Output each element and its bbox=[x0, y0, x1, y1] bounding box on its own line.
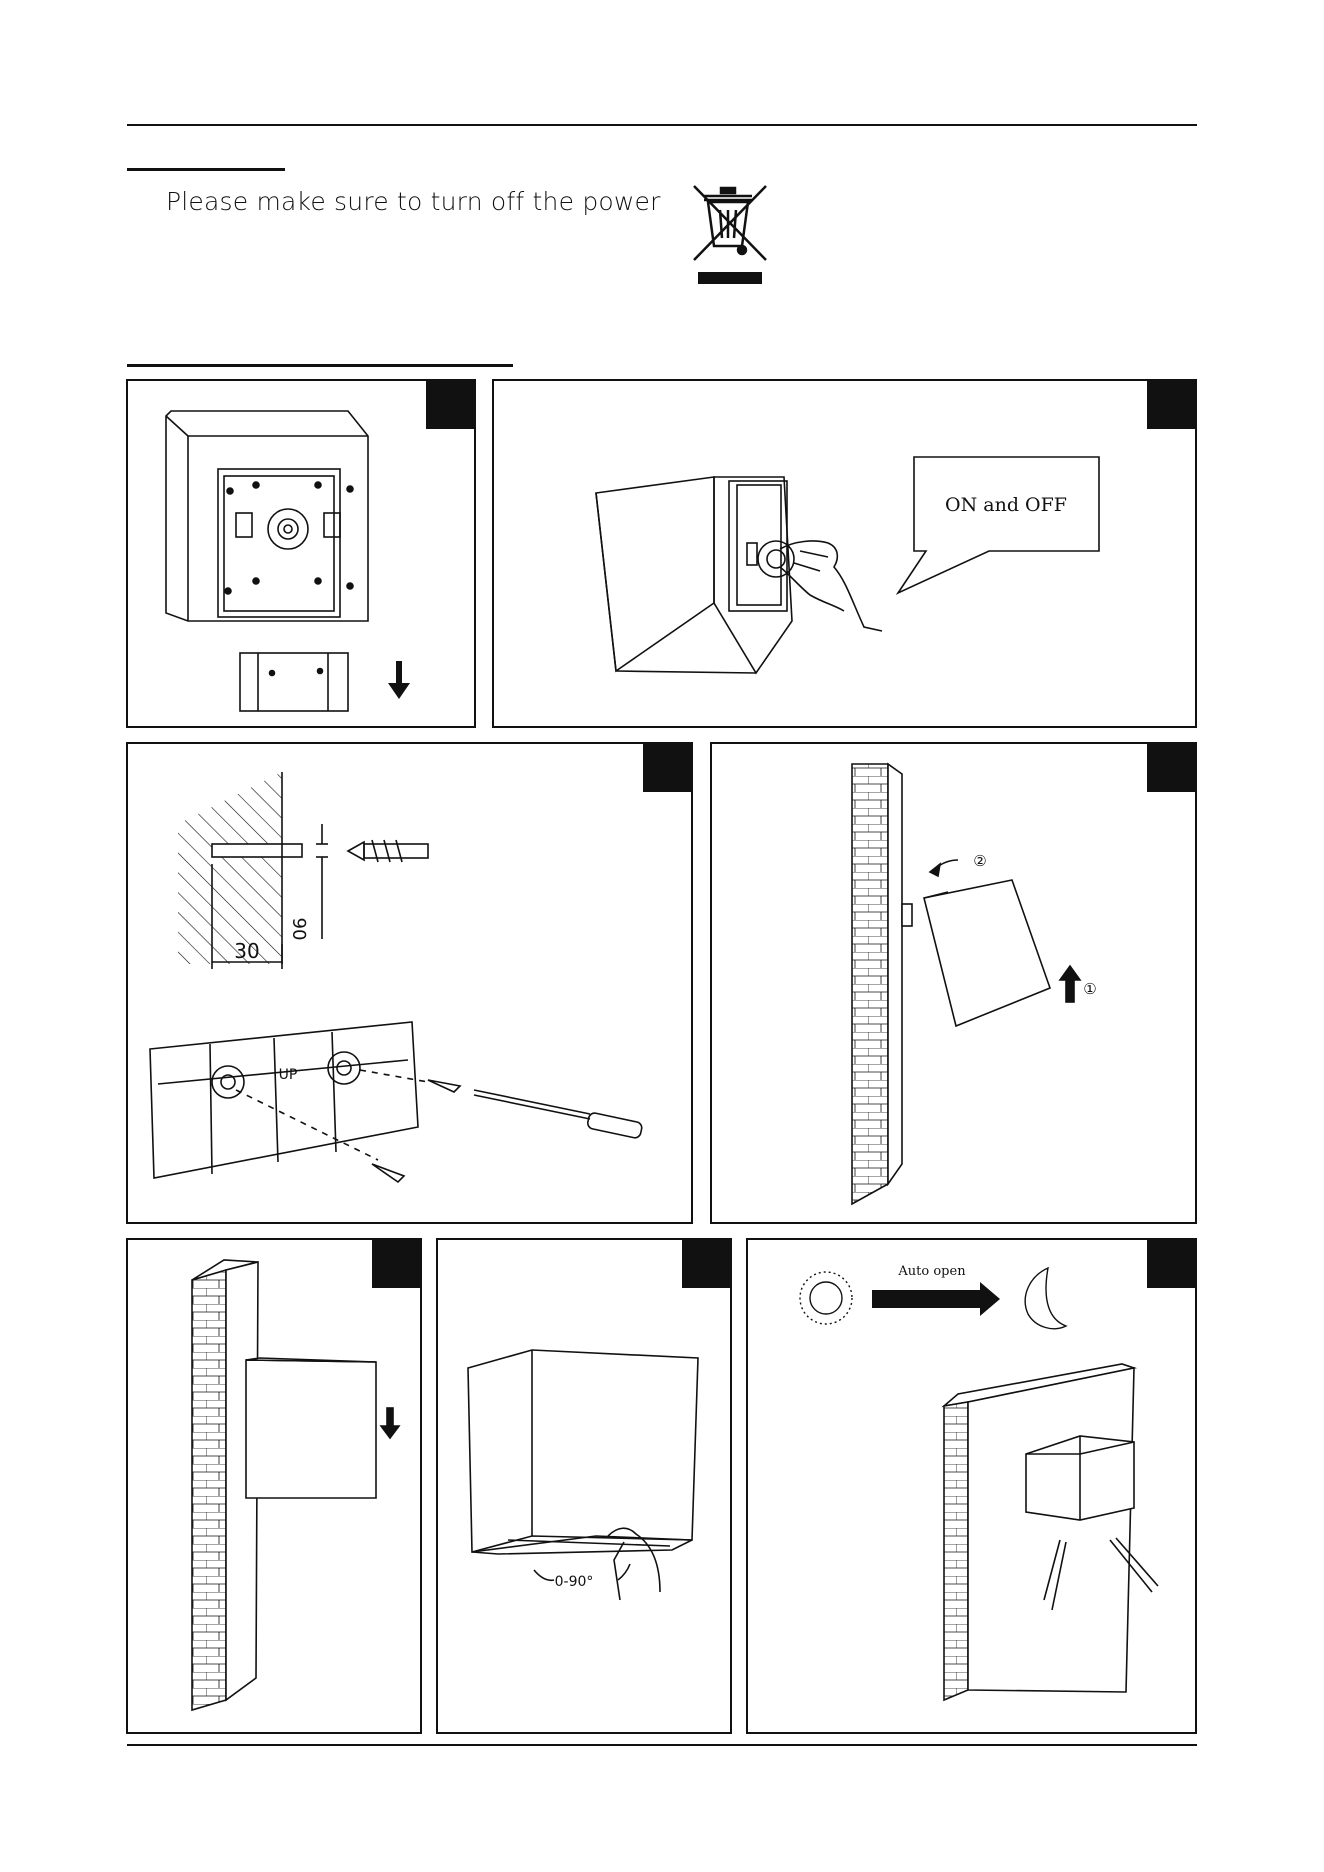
beam-angle-label: 0-90° bbox=[555, 1574, 594, 1590]
dusk-dawn-sensor-illustration: Auto open bbox=[748, 1240, 1197, 1734]
step-panel-on-off-switch: ON and OFF bbox=[492, 379, 1197, 728]
dimension-depth: 30 bbox=[234, 939, 259, 963]
auto-open-label: Auto open bbox=[897, 1264, 966, 1279]
lamp-back-cover-illustration bbox=[128, 381, 476, 728]
lamp-switch-illustration: ON and OFF bbox=[494, 381, 1197, 728]
step-panel-slide-down bbox=[126, 1238, 422, 1734]
arrow-right-icon bbox=[872, 1282, 1000, 1316]
step-panel-drill-and-mount: 06 30 UP bbox=[126, 742, 693, 1224]
bracket-up-label: UP bbox=[279, 1067, 298, 1083]
sun-icon bbox=[800, 1272, 852, 1324]
section-underline-short bbox=[127, 168, 285, 171]
step-panel-adjust-beam: 0-90° bbox=[436, 1238, 732, 1734]
section-underline-long bbox=[127, 364, 513, 367]
lamp-slide-down-illustration bbox=[128, 1240, 422, 1734]
bottom-rule bbox=[127, 1744, 1197, 1746]
moon-icon bbox=[1025, 1268, 1066, 1329]
step-2-marker: ② bbox=[973, 852, 986, 870]
weee-bin-icon bbox=[690, 182, 770, 288]
step-panel-hang-on-wall: ② ① bbox=[710, 742, 1197, 1224]
step-panel-remove-cover bbox=[126, 379, 476, 728]
on-off-callout: ON and OFF bbox=[945, 494, 1067, 516]
top-rule bbox=[127, 124, 1197, 126]
drilling-bracket-illustration: 06 30 UP bbox=[128, 744, 693, 1224]
dimension-diameter: 06 bbox=[290, 918, 311, 941]
step-1-marker: ① bbox=[1083, 980, 1096, 998]
step-panel-auto-sensor: Auto open bbox=[746, 1238, 1197, 1734]
power-off-warning: Please make sure to turn off the power bbox=[166, 187, 661, 216]
beam-angle-illustration: 0-90° bbox=[438, 1240, 732, 1734]
wall-hang-illustration: ② ① bbox=[712, 744, 1197, 1224]
